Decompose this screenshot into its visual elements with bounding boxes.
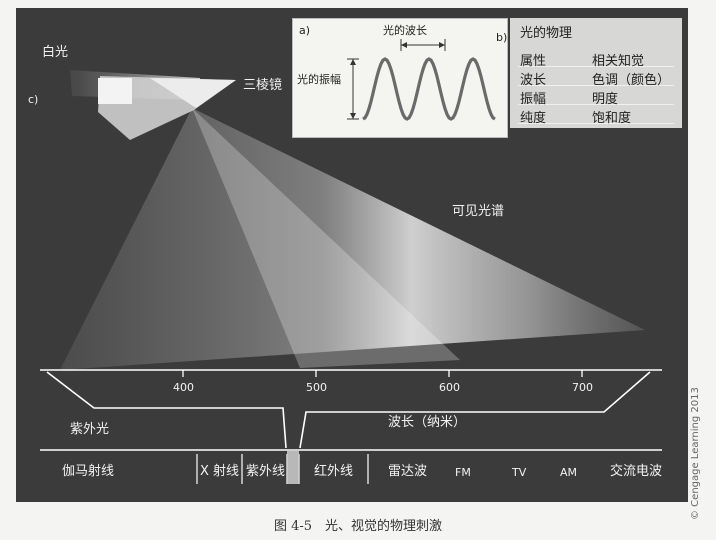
table-row: 振幅 明度 xyxy=(518,86,674,107)
spectrum-band-label: 雷达波 xyxy=(388,464,428,479)
spectrum-band-label: 伽马射线 xyxy=(62,464,115,479)
table-row: 波长 色调（颜色） xyxy=(518,67,674,88)
spectrum-band-label: X 射线 xyxy=(200,464,240,479)
wavelength-scale-bracket xyxy=(46,371,287,449)
figure-caption: 图 4-5 光、视觉的物理刺激 xyxy=(273,519,443,534)
scale-tick-label: 400 xyxy=(173,381,194,394)
property-cell: 波长 xyxy=(520,73,547,88)
light-fan-bright xyxy=(192,108,460,368)
wavelength-label: 光的波长 xyxy=(383,24,427,37)
scale-tick-label: 500 xyxy=(306,381,327,394)
perception-cell: 明度 xyxy=(592,92,619,107)
spectrum-band-label: 交流电波 xyxy=(610,464,663,479)
property-cell: 振幅 xyxy=(520,92,547,107)
part-c-label: c) xyxy=(28,93,39,106)
copyright-notice: © Cengage Learning 2013 xyxy=(690,387,701,520)
table-row: 属性 相关知觉 xyxy=(518,48,674,69)
inset-wave: a) 光的波长 光的振幅 xyxy=(292,18,508,138)
prism-label: 三棱镜 xyxy=(243,78,283,93)
perception-cell: 饱和度 xyxy=(592,111,632,126)
spectrum-band-label: 紫外线 xyxy=(246,464,286,479)
property-cell: 属性 xyxy=(520,54,547,69)
light-fan xyxy=(60,108,645,370)
prism-side xyxy=(98,78,132,104)
table-row: 纯度 饱和度 xyxy=(518,105,674,126)
visible-band-mark xyxy=(287,450,299,484)
table-title: 光的物理 xyxy=(520,26,573,41)
spectrum-band-label: FM xyxy=(455,466,471,479)
scale-tick-label: 600 xyxy=(439,381,460,394)
uv-light-label: 紫外光 xyxy=(70,422,110,437)
sine-wave xyxy=(362,57,496,121)
inset-b-tag: b) xyxy=(496,31,508,44)
prism-face xyxy=(150,78,236,108)
wavelength-nm-label: 波长（纳米） xyxy=(388,415,467,430)
inset-a-tag: a) xyxy=(299,24,311,37)
spectrum-band-label: TV xyxy=(512,466,527,479)
wavelength-scale-bracket-right xyxy=(299,371,651,449)
property-cell: 纯度 xyxy=(520,111,547,126)
scale-tick-label: 700 xyxy=(572,381,593,394)
white-light-label: 白光 xyxy=(42,45,69,60)
inset-table: b) 光的物理 属性 相关知觉波长 色调（颜色） 振幅 明度纯度 饱和度 xyxy=(496,18,682,128)
perception-cell: 相关知觉 xyxy=(592,54,645,69)
perception-cell: 色调（颜色） xyxy=(592,73,671,88)
wave-figure xyxy=(347,39,496,121)
spectrum-band-label: 红外线 xyxy=(314,464,354,479)
amplitude-label: 光的振幅 xyxy=(297,73,341,86)
visible-spectrum-label: 可见光谱 xyxy=(452,204,505,219)
spectrum-band-label: AM xyxy=(560,466,578,479)
